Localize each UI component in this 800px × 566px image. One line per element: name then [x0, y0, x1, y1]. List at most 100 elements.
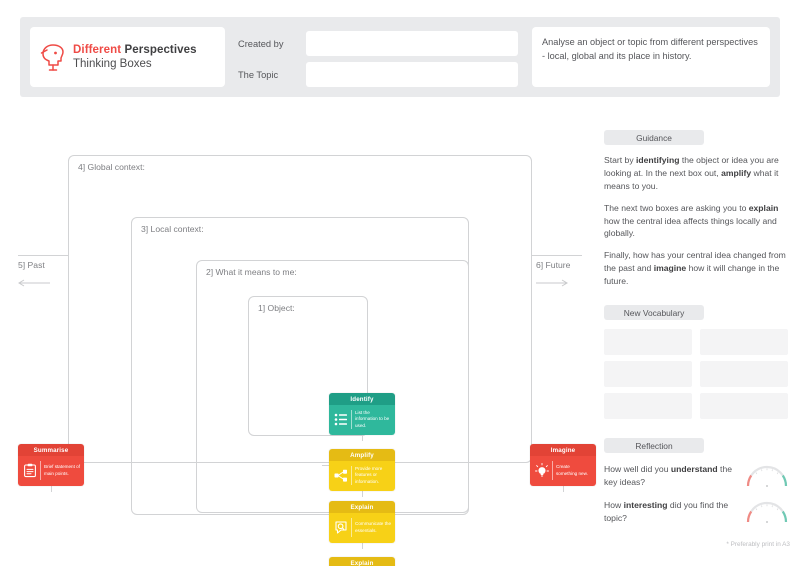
gauge-icon[interactable] — [744, 499, 790, 525]
logo-line1-accent: Different — [73, 43, 122, 56]
created-by-input[interactable] — [306, 31, 518, 56]
connector-card-stem-explain1 — [362, 539, 363, 549]
connector-card-stem-identify — [362, 431, 363, 441]
field-row-created-by: Created by — [238, 31, 518, 56]
created-by-label: Created by — [238, 38, 284, 49]
edge-tick-left — [18, 255, 68, 256]
guidance-p3-b1: imagine — [653, 263, 687, 274]
card-divider — [351, 518, 352, 537]
clipboard-icon — [23, 463, 37, 478]
card-amplify[interactable]: Amplify Provide more fea — [329, 449, 395, 491]
card-explain-local-title: Explain — [329, 501, 395, 513]
vocabulary-grid — [604, 329, 790, 419]
arrow-right-icon — [534, 274, 570, 292]
card-divider — [351, 466, 352, 485]
card-divider — [351, 410, 352, 429]
guidance-p3-pre: Finally, how has your central idea chang… — [604, 250, 786, 274]
guidance-p1-post: what it means to you. — [604, 167, 779, 191]
connector-card-stem-summarise — [51, 482, 52, 492]
vocabulary-cell[interactable] — [700, 393, 788, 419]
card-summarise-body: Brief statement of main points. — [18, 456, 84, 486]
card-identify[interactable]: Identify List the information to be used… — [329, 393, 395, 435]
vocabulary-cell[interactable] — [700, 361, 788, 387]
card-amplify-body: Provide more features or information. — [329, 461, 395, 491]
topic-input[interactable] — [306, 62, 518, 87]
card-imagine[interactable]: Imagine — [530, 444, 596, 486]
reflection-title: Reflection — [604, 438, 704, 453]
vocabulary-cell[interactable] — [700, 329, 788, 355]
guidance-panel: Guidance Start by identifying the object… — [604, 130, 790, 288]
reflection-q2-pre: How — [604, 500, 624, 510]
box-object[interactable]: 1] Object: — [248, 296, 368, 436]
card-summarise[interactable]: Summarise Brief statement of main point — [18, 444, 84, 486]
vocabulary-cell[interactable] — [604, 361, 692, 387]
card-imagine-body: Create something new. — [530, 456, 596, 486]
card-explain-global-title: Explain — [329, 557, 395, 566]
box-what-it-means-label: 2] What it means to me: — [206, 267, 297, 277]
connector-card-stem-amplify — [362, 487, 363, 497]
vocabulary-panel: New Vocabulary — [604, 305, 790, 419]
card-summarise-title: Summarise — [18, 444, 84, 456]
guidance-paragraph-3: Finally, how has your central idea chang… — [604, 249, 790, 288]
edge-tick-right — [532, 255, 582, 256]
reflection-q1-b: understand — [670, 464, 718, 474]
guidance-p1-b1: identifying — [636, 155, 680, 165]
gauge-icon[interactable] — [744, 463, 790, 489]
lightbulb-icon — [535, 462, 549, 478]
arrow-left-icon — [16, 274, 52, 292]
reflection-question-1-text: How well did you understand the key idea… — [604, 463, 740, 489]
box-local-context-label: 3] Local context: — [141, 224, 204, 234]
box-object-label: 1] Object: — [258, 303, 295, 313]
topic-label: The Topic — [238, 69, 279, 80]
logo-card: Different Perspectives Thinking Boxes — [30, 27, 225, 87]
reflection-question-2: How interesting did you find the topic? — [604, 499, 790, 525]
guidance-title: Guidance — [604, 130, 704, 145]
footnote: * Preferably print in A3 — [726, 541, 790, 548]
diagram-canvas: 4] Global context: 3] Local context: 2] … — [0, 110, 600, 566]
nodes-icon — [334, 468, 348, 483]
card-explain-local-desc: Communicate the essentials. — [355, 521, 392, 533]
guidance-p1-b2: amplify — [721, 167, 752, 178]
card-explain-local-body: Communicate the essentials. — [329, 513, 395, 543]
thinker-head-icon — [40, 42, 66, 72]
card-identify-body: List the information to be used. — [329, 405, 395, 435]
connector-card-stem-imagine — [563, 482, 564, 492]
guidance-p1-mid: the object or idea you are looking at. I… — [604, 155, 779, 178]
guidance-p2-mid: how the central idea affects things loca… — [604, 215, 777, 239]
vocabulary-cell[interactable] — [604, 329, 692, 355]
logo-line2: Thinking Boxes — [73, 58, 152, 70]
header-band: Different Perspectives Thinking Boxes Cr… — [20, 17, 780, 97]
marker-future-label: 6] Future — [536, 260, 571, 270]
guidance-p2-b1: explain — [748, 202, 779, 213]
list-icon — [334, 412, 348, 427]
reflection-question-2-text: How interesting did you find the topic? — [604, 499, 740, 525]
vocabulary-title: New Vocabulary — [604, 305, 704, 320]
card-identify-desc: List the information to be used. — [355, 410, 390, 428]
speech-search-icon — [334, 520, 348, 535]
box-global-context[interactable]: 4] Global context: — [68, 155, 532, 463]
card-amplify-desc: Provide more features or information. — [355, 466, 383, 484]
guidance-p1-pre: Start by — [604, 155, 636, 165]
header-fields: Created by The Topic — [238, 31, 518, 93]
reflection-q2-b: interesting — [623, 500, 668, 510]
reflection-q1-post: the key ideas? — [604, 464, 733, 487]
guidance-paragraph-2: The next two boxes are asking you to exp… — [604, 202, 790, 241]
guidance-paragraph-1: Start by identifying the object or idea … — [604, 154, 790, 193]
description-text: Analyse an object or topic from differen… — [542, 37, 758, 61]
reflection-question-1: How well did you understand the key idea… — [604, 463, 790, 489]
card-divider — [40, 461, 41, 480]
marker-past-label: 5] Past — [18, 260, 45, 270]
card-explain-global[interactable]: Explain Communicate the essentials. — [329, 557, 395, 566]
reflection-q1-pre: How well did you — [604, 464, 671, 474]
card-identify-title: Identify — [329, 393, 395, 405]
card-divider — [552, 461, 553, 480]
guidance-p2-pre: The next two boxes are asking you to — [604, 202, 749, 213]
connector-explain1 — [318, 512, 336, 513]
vocabulary-cell[interactable] — [604, 393, 692, 419]
card-imagine-title: Imagine — [530, 444, 596, 456]
description-card: Analyse an object or topic from differen… — [532, 27, 770, 87]
guidance-p3-mid: how it will change in the future. — [604, 263, 780, 287]
card-explain-local[interactable]: Explain Communicate the essentials. — [329, 501, 395, 543]
box-global-context-label: 4] Global context: — [78, 162, 145, 172]
